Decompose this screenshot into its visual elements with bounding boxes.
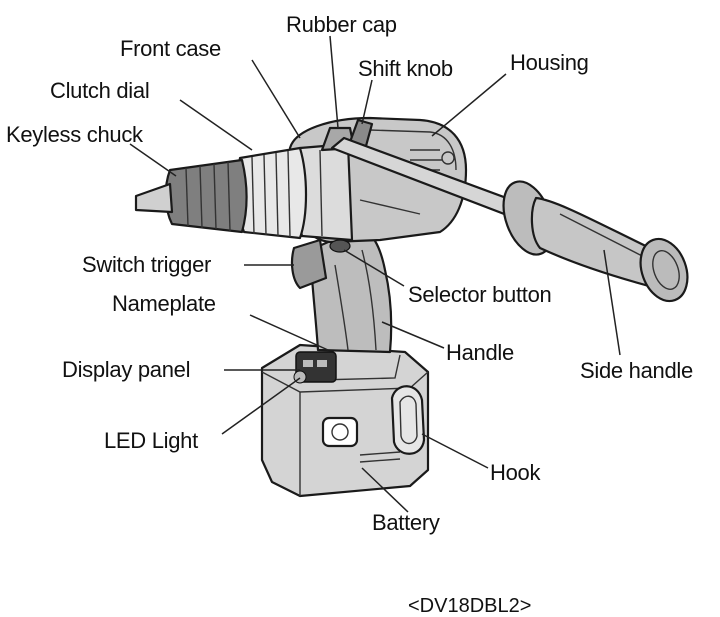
label-keyless-chuck: Keyless chuck — [6, 122, 144, 147]
keyless-chuck-illustration — [134, 158, 248, 234]
label-display-panel: Display panel — [62, 357, 190, 382]
label-battery: Battery — [372, 510, 440, 535]
leader-battery — [361, 467, 409, 513]
display-panel-illustration — [293, 351, 337, 384]
label-handle: Handle — [446, 340, 514, 365]
leader-shift-knob — [361, 79, 373, 125]
leader-led-light — [221, 377, 301, 435]
model-designation: <DV18DBL2> — [408, 595, 531, 617]
selector-button-illustration — [329, 239, 351, 253]
leader-housing — [431, 73, 507, 137]
leader-rubber-cap — [329, 35, 339, 129]
leader-clutch-dial — [179, 99, 253, 151]
label-led-light: LED Light — [104, 428, 198, 453]
label-hook: Hook — [490, 460, 541, 485]
leader-keyless-chuck — [129, 143, 177, 177]
leader-side-handle — [603, 249, 621, 356]
label-rubber-cap: Rubber cap — [286, 12, 397, 37]
label-switch-trigger: Switch trigger — [82, 252, 211, 277]
clutch-dial-illustration — [236, 146, 308, 240]
label-front-case: Front case — [120, 36, 221, 61]
label-housing: Housing — [510, 50, 589, 75]
leader-nameplate — [249, 314, 329, 351]
label-shift-knob: Shift knob — [358, 56, 453, 81]
label-side-handle: Side handle — [580, 358, 693, 383]
label-selector-button: Selector button — [408, 282, 552, 307]
leader-hook — [421, 433, 489, 469]
hook-illustration — [390, 385, 426, 455]
label-nameplate: Nameplate — [112, 291, 216, 316]
drill-illustration — [134, 116, 689, 498]
side-handle-illustration — [330, 136, 689, 303]
leader-handle — [381, 321, 445, 349]
trigger-illustration — [290, 238, 328, 290]
leader-lines — [129, 35, 621, 513]
leader-front-case — [251, 59, 301, 139]
handle-illustration — [308, 226, 393, 354]
label-clutch-dial: Clutch dial — [50, 78, 149, 103]
leader-selector-button — [343, 249, 405, 287]
part-labels: Rubber cap Front case Shift knob Housing… — [6, 12, 693, 535]
